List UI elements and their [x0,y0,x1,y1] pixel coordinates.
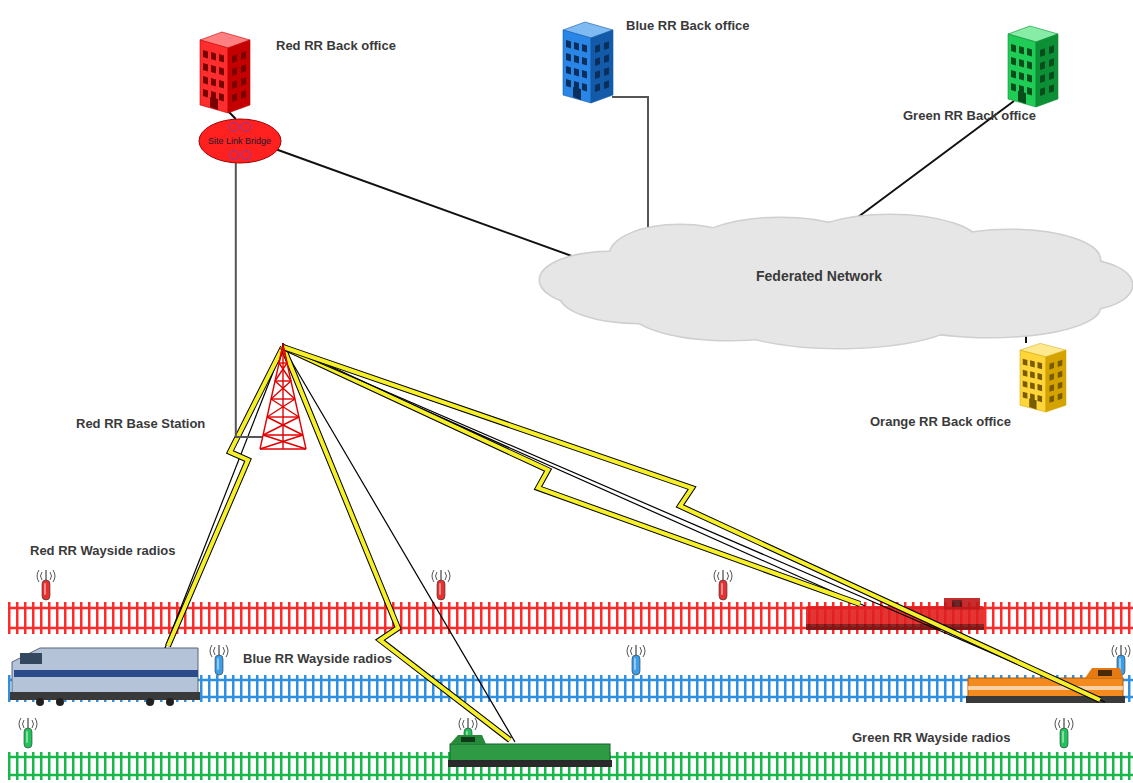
building-icon [1008,22,1058,107]
green-locomotive [448,735,612,767]
loco-stripe [14,670,198,677]
loco-cab [944,598,980,610]
loco-frame [448,760,612,767]
base-station-tower: Red RR Base Station [252,343,314,451]
node-label: Federated Network [756,268,882,285]
node-label: Red RR Back office [276,38,396,54]
radio-link-line [283,347,1105,702]
loco-window [952,600,962,607]
loco-window [461,737,475,742]
lightning-outline [283,347,510,740]
wayside-radio [432,570,450,600]
radio-link-line [165,347,283,648]
wayside-radio [627,645,645,675]
wayside-radio [1055,718,1073,748]
lightning-bolt [283,347,510,740]
site-link-bridge: Site Link Bridge [198,118,282,164]
back-office-building: Red RR Back office [200,28,250,113]
back-office-building: Green RR Back office [1008,22,1058,107]
lightning-bolt [283,347,860,604]
loco-frame [806,624,984,630]
wayside-radio [210,645,228,675]
loco-body [12,648,198,694]
lightning-outline [168,347,283,646]
lightning-outline [283,347,1100,700]
node-label: Red RR Base Station [76,416,205,432]
track-label: Green RR Wayside radios [852,730,1010,746]
network-link [236,163,263,437]
wheel [36,698,44,706]
network-cloud: Federated Network [540,215,1133,350]
building-icon [1020,340,1066,412]
loco-window [1098,670,1112,676]
lightning-bolt [168,347,283,646]
loco-cab [1085,668,1123,678]
back-office-building: Blue RR Back office [563,18,613,103]
network-link [612,97,648,237]
wayside-radio [19,718,37,748]
node-label: Blue RR Back office [626,18,750,34]
track-label: Blue RR Wayside radios [243,651,392,667]
loco-window [20,653,42,664]
radio-link-line [283,347,865,606]
building-icon [563,18,613,103]
wheel [146,698,154,706]
rail [8,774,1133,777]
track-label: Red RR Wayside radios [30,543,175,559]
loco-frame [966,696,1125,703]
node-label: Green RR Back office [903,108,1036,124]
loco-body [450,744,610,762]
loco-body [968,678,1123,698]
tower-icon [252,343,314,451]
wayside-radio [714,570,732,600]
lightning-bolt [283,347,1100,700]
lightning-outline [283,347,860,604]
radio-link-line [283,347,515,742]
wayside-radio [37,570,55,600]
radio-links [165,347,1105,742]
wheel [166,698,174,706]
node-label: Orange RR Back office [870,414,1011,430]
wheel [56,698,64,706]
blue-locomotive [10,648,200,706]
node-label: Site Link Bridge [208,136,271,147]
loco-stripe [968,686,1123,690]
building-icon [200,28,250,113]
back-office-building: Orange RR Back office [1020,340,1066,412]
loco-cab [450,735,486,744]
